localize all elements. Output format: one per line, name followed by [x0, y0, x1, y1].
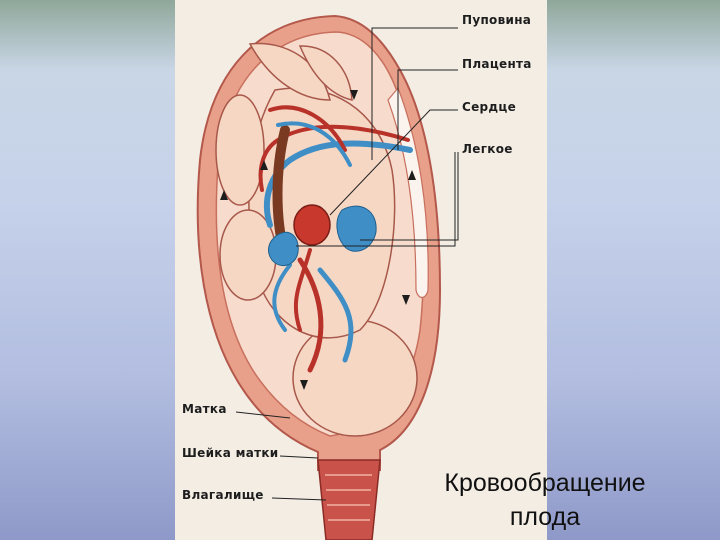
label-placenta: Плацента [462, 57, 532, 71]
lung-left [268, 231, 299, 267]
umbilical-vein [263, 140, 413, 228]
lung-right [336, 205, 377, 252]
placenta [387, 86, 429, 299]
label-umbilical-cord: Пуповина [462, 13, 532, 27]
slide-caption: Кровообращение плода [420, 466, 670, 534]
label-cervix: Шейка матки [182, 446, 279, 460]
caption-line-1: Кровообращение [444, 469, 646, 497]
label-vagina: Влагалище [182, 488, 264, 502]
label-lung: Легкое [462, 142, 513, 156]
caption-line-2: плода [509, 503, 581, 531]
label-heart: Сердце [462, 100, 517, 114]
label-uterus: Матка [182, 402, 227, 416]
vagina [317, 459, 381, 540]
heart [293, 204, 331, 246]
